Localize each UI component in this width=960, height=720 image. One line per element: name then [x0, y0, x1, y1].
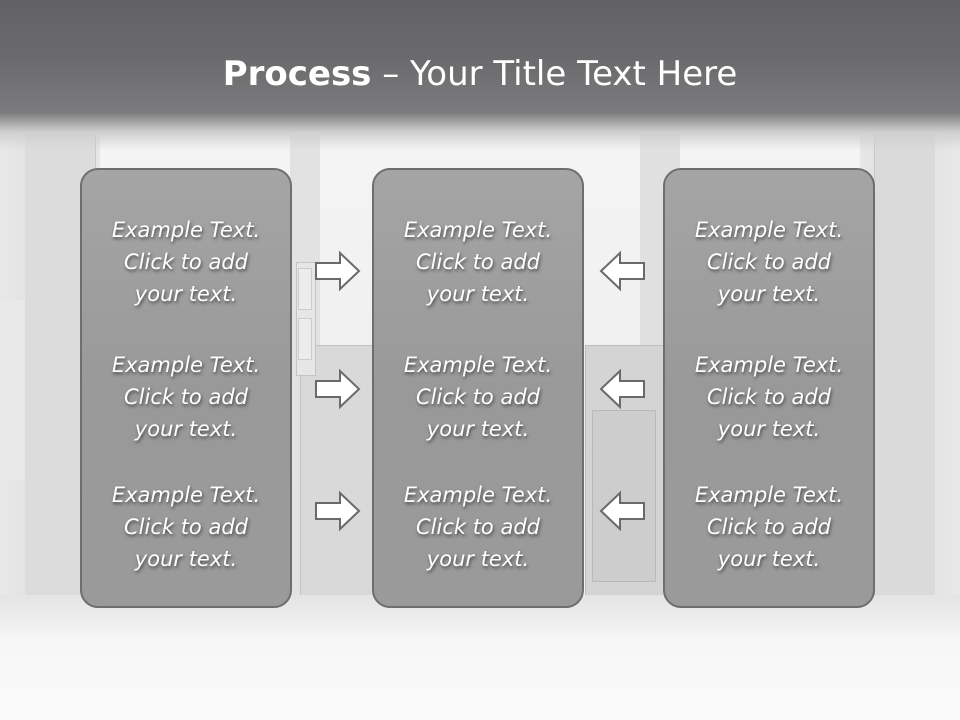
- text-block[interactable]: Example Text. Click to add your text.: [82, 349, 290, 445]
- left-arrow-icon: [599, 250, 645, 292]
- text-block[interactable]: Example Text. Click to add your text.: [665, 214, 873, 310]
- left-arrow-icon: [599, 368, 645, 410]
- left-arrow-icon: [599, 490, 645, 532]
- text-block[interactable]: Example Text. Click to add your text.: [82, 479, 290, 575]
- slide-title[interactable]: Process – Your Title Text Here: [0, 52, 960, 96]
- text-line: Click to add: [415, 515, 540, 539]
- background-stove-door: [592, 410, 656, 582]
- text-block[interactable]: Example Text. Click to add your text.: [374, 349, 582, 445]
- text-line: your text.: [717, 547, 821, 571]
- text-line: Click to add: [706, 385, 831, 409]
- text-line: Click to add: [123, 515, 248, 539]
- text-line: Click to add: [123, 250, 248, 274]
- text-line: your text.: [426, 417, 530, 441]
- right-arrow-icon: [315, 490, 361, 532]
- text-line: Click to add: [415, 250, 540, 274]
- process-box-left[interactable]: Example Text. Click to add your text. Ex…: [80, 168, 292, 608]
- title-rest: – Your Title Text Here: [371, 54, 738, 94]
- text-line: Example Text.: [694, 353, 844, 377]
- process-box-center[interactable]: Example Text. Click to add your text. Ex…: [372, 168, 584, 608]
- text-line: Example Text.: [111, 218, 261, 242]
- title-bar: [0, 0, 960, 150]
- text-line: your text.: [134, 417, 238, 441]
- right-arrow-icon: [315, 250, 361, 292]
- text-line: your text.: [426, 282, 530, 306]
- background-door-right: [874, 130, 935, 620]
- text-line: your text.: [134, 282, 238, 306]
- text-line: your text.: [717, 417, 821, 441]
- text-line: your text.: [717, 282, 821, 306]
- text-line: Example Text.: [403, 483, 553, 507]
- text-line: Example Text.: [403, 353, 553, 377]
- text-block[interactable]: Example Text. Click to add your text.: [665, 349, 873, 445]
- text-line: Click to add: [415, 385, 540, 409]
- right-arrow-icon: [315, 368, 361, 410]
- process-box-right[interactable]: Example Text. Click to add your text. Ex…: [663, 168, 875, 608]
- text-block[interactable]: Example Text. Click to add your text.: [665, 479, 873, 575]
- text-line: your text.: [426, 547, 530, 571]
- text-line: Example Text.: [403, 218, 553, 242]
- background-window-pane: [298, 268, 312, 310]
- background-window-pane: [298, 318, 312, 360]
- title-bold: Process: [222, 54, 372, 94]
- text-line: Example Text.: [111, 483, 261, 507]
- text-line: Example Text.: [694, 218, 844, 242]
- text-line: your text.: [134, 547, 238, 571]
- text-line: Click to add: [706, 515, 831, 539]
- text-line: Click to add: [123, 385, 248, 409]
- text-line: Example Text.: [694, 483, 844, 507]
- text-line: Click to add: [706, 250, 831, 274]
- text-line: Example Text.: [111, 353, 261, 377]
- text-block[interactable]: Example Text. Click to add your text.: [374, 214, 582, 310]
- text-block[interactable]: Example Text. Click to add your text.: [82, 214, 290, 310]
- text-block[interactable]: Example Text. Click to add your text.: [374, 479, 582, 575]
